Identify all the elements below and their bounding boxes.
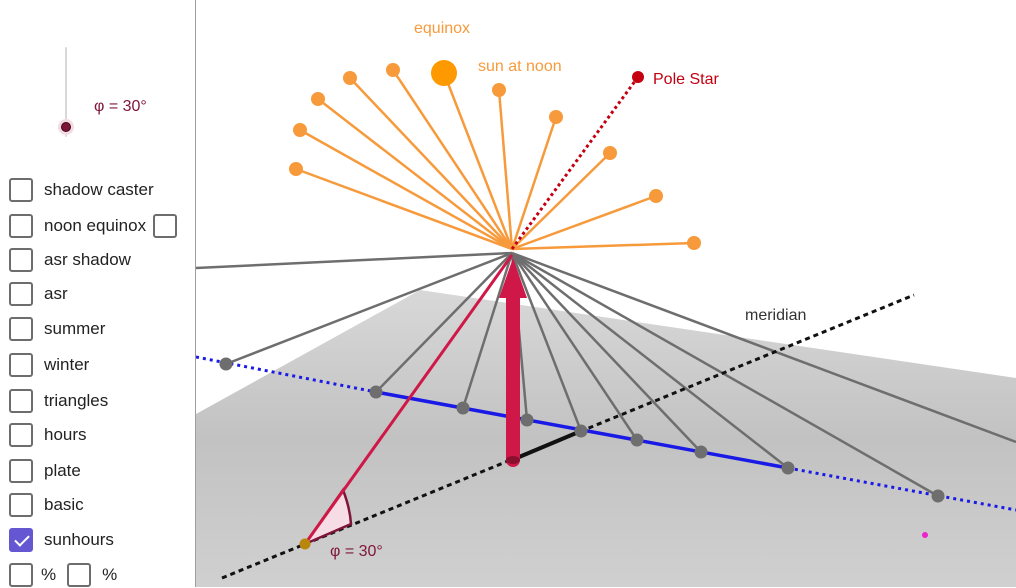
basic-checkbox[interactable] (9, 493, 33, 517)
percent-a-checkbox[interactable] (9, 563, 33, 587)
noon-sun (431, 60, 457, 86)
ground-plane (196, 290, 1016, 587)
hour-points (219, 357, 945, 503)
checkbox-row-hours[interactable]: hours (9, 422, 87, 448)
checkbox-row-triangles[interactable]: triangles (9, 388, 108, 414)
gnomon-arrow-head (499, 258, 527, 298)
asr-shadow-label: asr shadow (44, 250, 131, 269)
checkbox-row-summer[interactable]: summer (9, 316, 105, 342)
hours-checkbox[interactable] (9, 423, 33, 447)
percent-b-checkbox[interactable] (67, 563, 92, 587)
triangles-label: triangles (44, 391, 109, 410)
shadow-caster-label: shadow caster (44, 180, 154, 199)
basic-label: basic (44, 495, 84, 514)
sun-at-noon-label: sun at noon (478, 58, 562, 75)
style-base-point (299, 538, 311, 550)
checkbox-row-plate[interactable]: plate (9, 458, 81, 484)
asr-label: asr (44, 284, 68, 303)
asr-shadow-checkbox[interactable] (9, 248, 33, 272)
asr-checkbox[interactable] (9, 282, 33, 306)
summer-checkbox[interactable] (9, 317, 33, 341)
summer-label: summer (44, 319, 106, 338)
winter-checkbox[interactable] (9, 353, 33, 377)
percent-b-label: % (102, 565, 118, 584)
checkbox-row-sunhours[interactable]: sunhours (9, 527, 114, 553)
pole-star-label: Pole Star (653, 71, 719, 88)
gnomon-base-ellipse (506, 456, 520, 464)
noon-equinox-label: noon equinox (44, 216, 147, 235)
latitude-slider-label: φ = 30° (94, 98, 147, 115)
noon-equinox-checkbox[interactable] (9, 214, 33, 238)
checkbox-row-basic[interactable]: basic (9, 492, 84, 518)
checkbox-row-asr[interactable]: asr (9, 281, 68, 307)
sun-points (289, 63, 701, 250)
control-panel: φ = 30° shadow caster noon equinox asr s… (0, 0, 196, 587)
shadow-caster-checkbox[interactable] (9, 178, 33, 202)
sun-rays (295, 69, 695, 251)
equinox-label: equinox (414, 20, 470, 37)
plate-checkbox[interactable] (9, 459, 33, 483)
percent-a-label: % (41, 565, 57, 584)
gnomon-base-segment (511, 429, 582, 462)
pole-star-point (632, 71, 644, 83)
magenta-point (922, 532, 928, 538)
latitude-slider-knob[interactable] (58, 119, 74, 135)
sundial-3d-view[interactable]: equinox sun at noon Pole Star meridian φ… (196, 0, 1016, 587)
checkbox-row-winter[interactable]: winter (9, 352, 89, 378)
pole-axis-line (510, 76, 640, 250)
checkbox-row-noon-equinox[interactable]: noon equinox (9, 213, 178, 239)
sunhours-label: sunhours (44, 530, 114, 549)
plate-label: plate (44, 461, 81, 480)
latitude-slider-track[interactable] (65, 47, 67, 137)
checkbox-row-asr-shadow[interactable]: asr shadow (9, 247, 131, 273)
checkbox-row-percent[interactable]: % % (9, 562, 117, 588)
hours-label: hours (44, 425, 87, 444)
triangles-checkbox[interactable] (9, 389, 33, 413)
noon-equinox-extra-checkbox[interactable] (153, 214, 178, 238)
latitude-angle-label: φ = 30° (330, 543, 383, 560)
latitude-slider-knob-dot (61, 122, 71, 132)
checkbox-row-shadow-caster[interactable]: shadow caster (9, 177, 154, 203)
meridian-label: meridian (745, 307, 806, 324)
inclined-style-line (303, 254, 514, 545)
sunhours-checkbox[interactable] (9, 528, 33, 552)
winter-label: winter (44, 355, 90, 374)
